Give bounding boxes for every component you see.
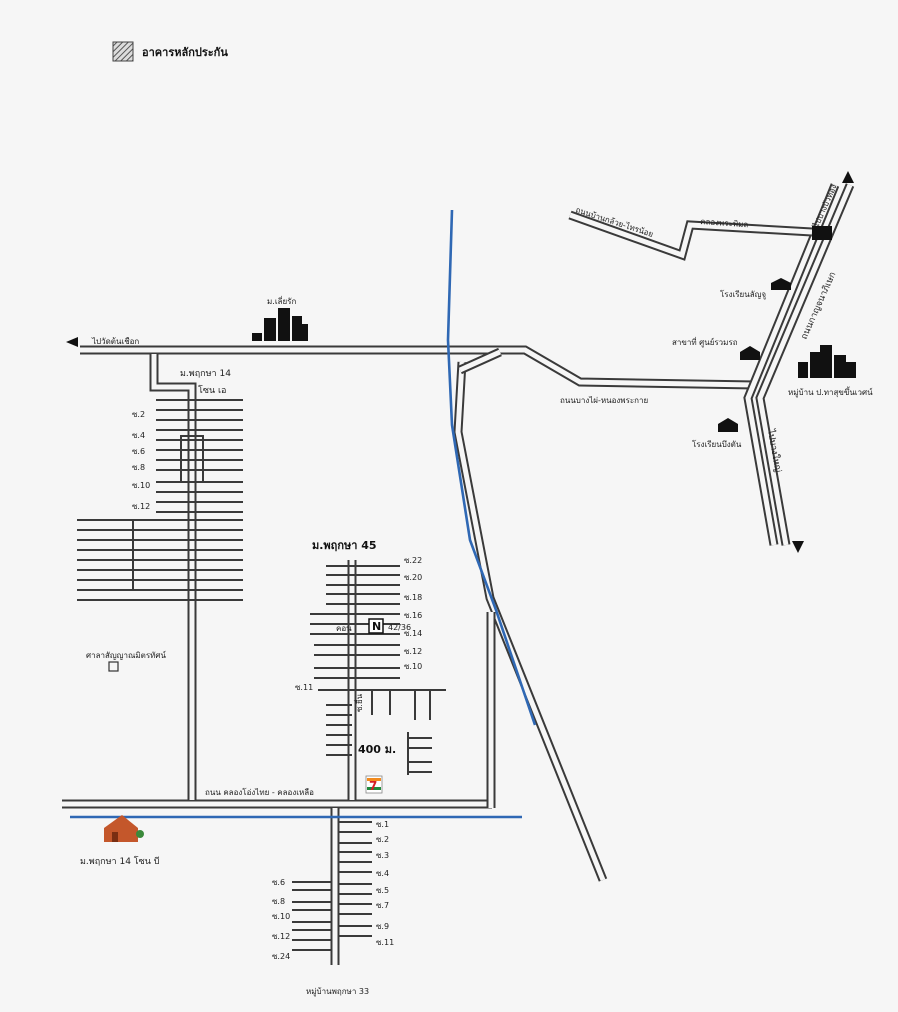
label-house-no: 42/36 <box>388 623 411 632</box>
direction-arrows <box>66 171 854 553</box>
label-road-bangphai: ถนนบางไผ่-หนองพระกาย <box>560 396 648 405</box>
soi-label: ซ.24 <box>272 952 290 961</box>
soi-label: ซ.2 <box>376 835 389 844</box>
soi-label: ซ.10 <box>132 481 150 490</box>
soi-label: ซ.16 <box>404 611 422 620</box>
label-condo: คอน <box>336 624 352 633</box>
arrow-west-icon <box>66 337 78 347</box>
legend-label: อาคารหลักประกัน <box>142 46 228 59</box>
soi-center-west: ซ.11 <box>295 683 313 692</box>
soi-label: ซ.12 <box>272 932 290 941</box>
shop1-icon <box>771 278 791 290</box>
label-to-wat: ไปวัดต้นเชือก <box>91 337 139 346</box>
soi-label: ซ.8 <box>132 463 145 472</box>
school-marker <box>108 661 119 672</box>
soi-label: ซ.12 <box>404 647 422 656</box>
north-marker-icon: N <box>372 620 381 633</box>
label-pruksa45: ม.พฤกษา 45 <box>312 539 377 552</box>
soi-label: ซ.6 <box>272 878 285 887</box>
store-seven-glyph: 7 <box>369 779 377 793</box>
label-school: ศาลาสัญญาณมิตรทัศน์ <box>86 650 167 660</box>
label-shop1: โรงเรียนลัญจู <box>720 289 766 300</box>
soi-label: ซ.4 <box>376 869 389 878</box>
soi-label: ซ.14 <box>404 629 422 638</box>
soi-label: ซ.20 <box>404 573 422 582</box>
bottom-sois <box>292 821 372 951</box>
legend: อาคารหลักประกัน <box>112 41 228 62</box>
label-village-right: หมู่บ้าน ป.ทาสุขขึ้นเวศน์ <box>788 386 873 398</box>
soi-label: ซ.11 <box>376 938 394 947</box>
soi-label: ซ.3 <box>376 851 389 860</box>
label-shop3: โรงเรียนบึงตัน <box>692 439 742 449</box>
arrow-north-icon <box>842 171 854 183</box>
soi-label: ซ.6 <box>132 447 145 456</box>
shop3-icon <box>718 418 738 432</box>
soi-label: ซ.7 <box>376 901 389 910</box>
village-right-building-icon <box>798 345 856 378</box>
label-village-top: ม.เลี่ยรัก <box>267 295 296 306</box>
north-marker: N <box>368 618 384 634</box>
soi-label: ซ.5 <box>376 886 389 895</box>
soi-label: ซ.12 <box>132 502 150 511</box>
soi-labels-left: ซ.2 ซ.4 ซ.6 ซ.8 ซ.10 ซ.12 <box>132 410 150 511</box>
soi-label: ซ.8 <box>272 897 285 906</box>
shop-icons <box>718 278 791 432</box>
soi-label: ซ.22 <box>404 556 422 565</box>
main-roads <box>62 183 855 965</box>
canals <box>70 209 537 819</box>
soi-center-vertical: ซ.ยื่น <box>353 693 364 712</box>
zone-a-sois <box>77 399 243 601</box>
village-top-building-icon <box>252 308 308 341</box>
legend-swatch <box>112 41 134 62</box>
soi-labels-center: ซ.22 ซ.20 ซ.18 ซ.16 ซ.14 ซ.12 ซ.10 <box>404 556 422 671</box>
soi-label: ซ.4 <box>132 431 145 440</box>
label-road-main: ถนน คลองโอ่งไทย - คลองเหลือ <box>205 787 314 797</box>
soi-label: ซ.18 <box>404 593 422 602</box>
soi-labels-bottom-right: ซ.1 ซ.2 ซ.3 ซ.4 ซ.5 ซ.7 ซ.9 ซ.11 <box>376 820 394 947</box>
soi-label: ซ.10 <box>272 912 290 921</box>
soi-label: ซ.2 <box>132 410 145 419</box>
soi-label: ซ.10 <box>404 662 422 671</box>
convenience-store-icon: 7 <box>365 775 383 794</box>
label-zone-a-1: ม.พฤกษา 14 <box>180 369 231 379</box>
label-klong: คลองพระพิมล <box>700 217 749 229</box>
soi-label: ซ.1 <box>376 820 389 829</box>
bridge-icon <box>812 226 832 240</box>
label-shop2: สาขาที่ ศูนย์รวมรถ <box>672 336 738 348</box>
soi-label: ซ.9 <box>376 922 389 931</box>
soi-labels-bottom-left: ซ.6 ซ.8 ซ.10 ซ.12 ซ.24 <box>272 878 290 961</box>
label-zone-a-2: โซน เอ <box>198 385 226 396</box>
shop2-icon <box>740 346 760 360</box>
zone-b-house-icon <box>104 815 144 842</box>
arrow-south-icon <box>792 541 804 553</box>
label-zone-b: ม.พฤกษา 14 โซน บี <box>80 856 160 867</box>
label-bottom-village: หมู่บ้านพฤกษา 33 <box>306 987 369 997</box>
label-distance: 400 ม. <box>358 743 396 756</box>
pruksa45-sois <box>310 565 446 775</box>
